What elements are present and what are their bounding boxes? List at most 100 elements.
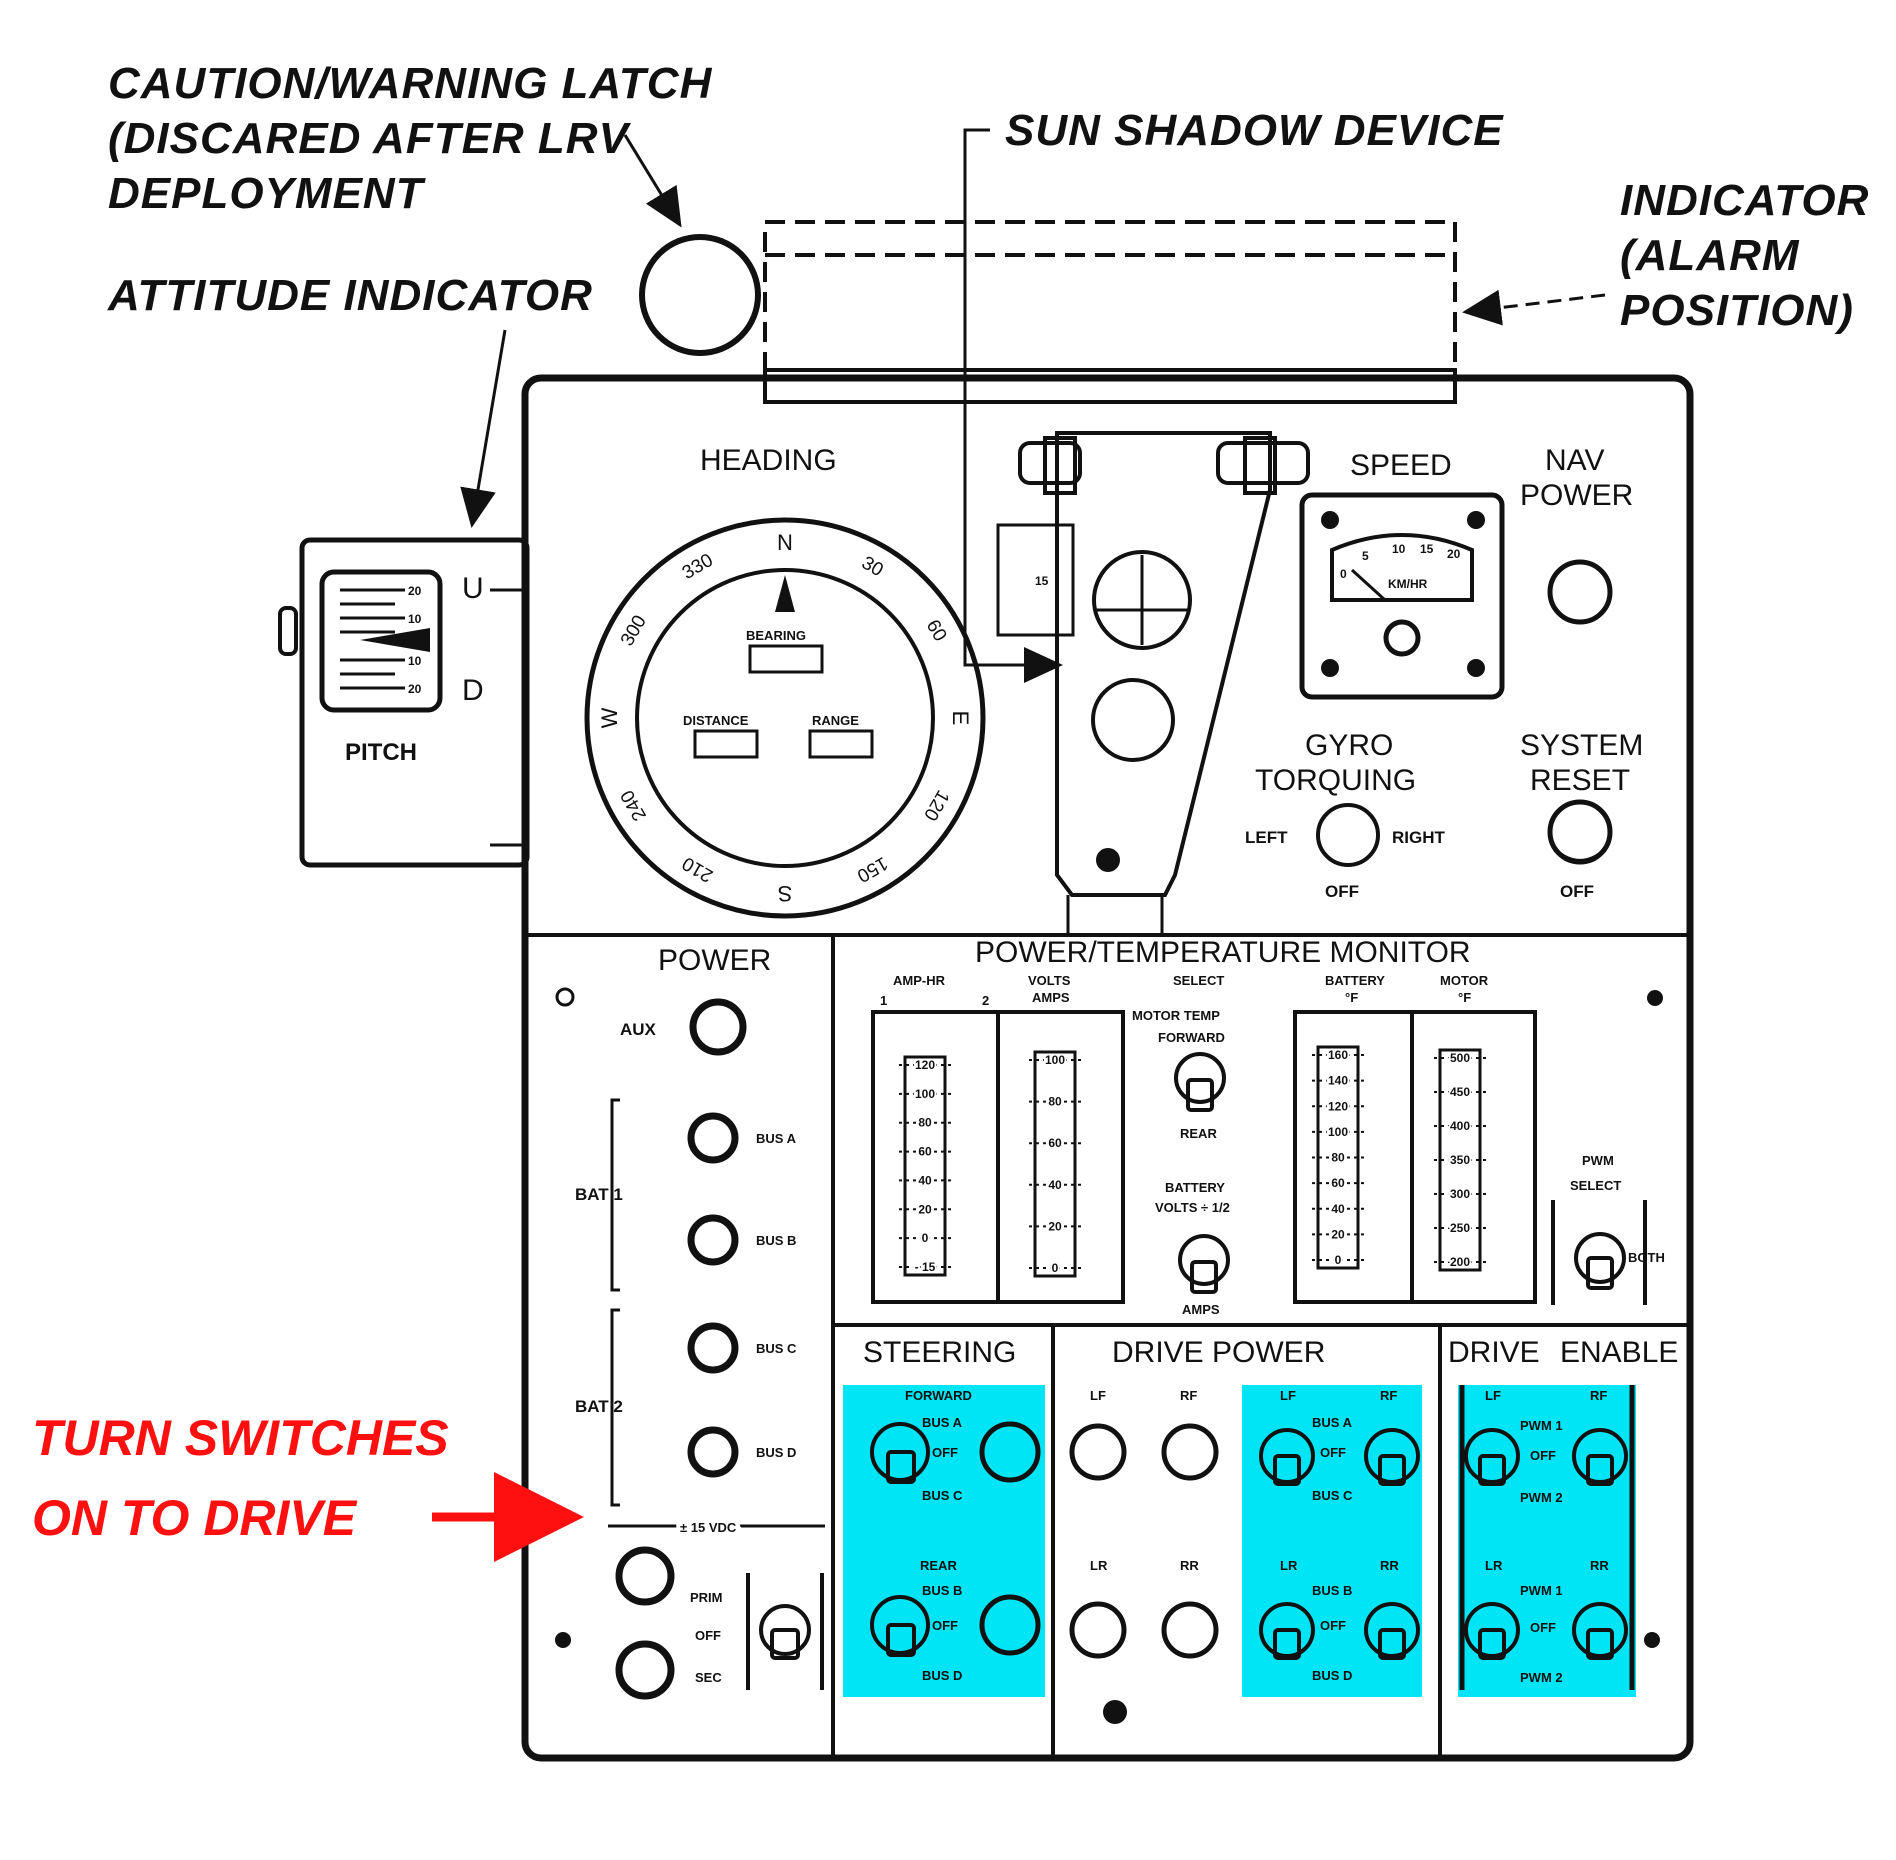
svg-text:BUS C: BUS C bbox=[1312, 1488, 1353, 1503]
meter-tick-label: 20 bbox=[1331, 1227, 1345, 1241]
svg-text:OFF: OFF bbox=[1560, 882, 1594, 901]
compass-label: E bbox=[948, 711, 973, 726]
indicator-alarm-arrow bbox=[1462, 289, 1606, 326]
svg-text:BUS B: BUS B bbox=[922, 1583, 962, 1598]
battery-volts-select-switch[interactable] bbox=[1178, 1234, 1230, 1286]
power-section: POWER AUX BAT 1 BAT 2 BUS A BUS B BUS C … bbox=[555, 944, 825, 1700]
compass-label: 210 bbox=[679, 852, 717, 886]
svg-text:LR: LR bbox=[1485, 1558, 1503, 1573]
meter-tick-label: 120 bbox=[915, 1058, 935, 1072]
svg-text:INDICATOR: INDICATOR bbox=[1620, 176, 1869, 225]
svg-text:LR: LR bbox=[1280, 1558, 1298, 1573]
svg-text:BUS A: BUS A bbox=[756, 1131, 797, 1146]
bus-c-button[interactable] bbox=[687, 1322, 739, 1374]
meter-tick-label: 60 bbox=[918, 1145, 932, 1159]
svg-text:AMPS: AMPS bbox=[1032, 990, 1070, 1005]
svg-text:BUS D: BUS D bbox=[922, 1668, 962, 1683]
svg-text:1: 1 bbox=[880, 993, 887, 1008]
svg-text:PWM 2: PWM 2 bbox=[1520, 1670, 1563, 1685]
svg-text:STEERING: STEERING bbox=[863, 1336, 1016, 1369]
svg-text:BAT 1: BAT 1 bbox=[575, 1185, 623, 1204]
bus-b-button[interactable] bbox=[687, 1214, 739, 1266]
compass-label: 300 bbox=[617, 612, 651, 650]
svg-text:LF: LF bbox=[1280, 1388, 1296, 1403]
speed-indicator: SPEED 0 5 10 15 20 KM/HR bbox=[1299, 449, 1505, 700]
svg-text:LF: LF bbox=[1485, 1388, 1501, 1403]
svg-text:POSITION): POSITION) bbox=[1620, 286, 1854, 335]
svg-text:BUS C: BUS C bbox=[756, 1341, 797, 1356]
svg-text:20: 20 bbox=[408, 584, 422, 598]
meter-tick-label: 60 bbox=[1331, 1176, 1345, 1190]
vdc-toggle-switch[interactable] bbox=[759, 1604, 811, 1656]
drive-power-lf-button[interactable] bbox=[1069, 1423, 1127, 1481]
svg-text:LF: LF bbox=[1090, 1388, 1106, 1403]
svg-text:U: U bbox=[462, 572, 484, 605]
svg-text:10: 10 bbox=[408, 654, 422, 668]
compass-label: S bbox=[778, 881, 793, 906]
meter-tick-label: 0 bbox=[1052, 1261, 1059, 1275]
svg-text:BUS D: BUS D bbox=[1312, 1668, 1352, 1683]
svg-text:15: 15 bbox=[1035, 574, 1049, 588]
svg-text:AMPS: AMPS bbox=[1182, 1302, 1220, 1317]
meter-tick-label: 40 bbox=[1048, 1178, 1062, 1192]
drive-power-rf-button[interactable] bbox=[1161, 1423, 1219, 1481]
drive-enable-highlight bbox=[1458, 1385, 1636, 1697]
meter-tick-label: - 15 bbox=[915, 1260, 936, 1274]
svg-text:20: 20 bbox=[1447, 547, 1461, 561]
svg-text:HEADING: HEADING bbox=[700, 444, 837, 477]
meter-tick-label: 80 bbox=[918, 1116, 932, 1130]
vdc-sec-button[interactable] bbox=[615, 1640, 675, 1700]
svg-text:POWER: POWER bbox=[658, 944, 771, 977]
svg-text:BAT 2: BAT 2 bbox=[575, 1397, 623, 1416]
svg-text:RR: RR bbox=[1180, 1558, 1199, 1573]
callout-indicator-alarm: INDICATOR (ALARM POSITION) bbox=[1462, 176, 1869, 335]
svg-text:KM/HR: KM/HR bbox=[1388, 577, 1428, 591]
steering-forward-bus-c-button[interactable] bbox=[979, 1421, 1041, 1483]
meter-tick-label: 200 bbox=[1450, 1255, 1470, 1269]
pitch-indicator: 20 10 10 20 U D PITCH bbox=[278, 537, 530, 868]
svg-text:POWER/TEMPERATURE MONITOR: POWER/TEMPERATURE MONITOR bbox=[975, 936, 1471, 969]
motor-temp-select-switch[interactable] bbox=[1174, 1052, 1226, 1104]
svg-text:ON TO DRIVE: ON TO DRIVE bbox=[32, 1490, 358, 1546]
sun-shadow-housing bbox=[639, 220, 1457, 404]
compass-label: 120 bbox=[919, 786, 953, 824]
bus-a-button[interactable] bbox=[687, 1112, 739, 1164]
svg-text:BUS A: BUS A bbox=[1312, 1415, 1353, 1430]
svg-text:PWM 1: PWM 1 bbox=[1520, 1418, 1563, 1433]
gyro-torquing-switch[interactable] bbox=[1316, 803, 1380, 867]
meter-scale-bar bbox=[1033, 1050, 1077, 1278]
svg-text:SEC: SEC bbox=[695, 1670, 722, 1685]
meter-tick-label: 40 bbox=[918, 1173, 932, 1187]
steering-rear-bus-d-button[interactable] bbox=[979, 1594, 1041, 1656]
svg-text:PWM 2: PWM 2 bbox=[1520, 1490, 1563, 1505]
meter-scale-bar bbox=[1438, 1048, 1482, 1272]
aux-power-button[interactable] bbox=[689, 998, 747, 1056]
svg-text:MOTOR: MOTOR bbox=[1440, 973, 1489, 988]
svg-text:AMP-HR: AMP-HR bbox=[893, 973, 946, 988]
pwm-select-switch[interactable] bbox=[1574, 1232, 1626, 1284]
vdc-prim-button[interactable] bbox=[615, 1546, 675, 1606]
meter-tick-label: 350 bbox=[1450, 1153, 1470, 1167]
svg-text:2: 2 bbox=[982, 993, 989, 1008]
svg-text:SPEED: SPEED bbox=[1350, 449, 1452, 482]
drive-power-lr-button[interactable] bbox=[1069, 1601, 1127, 1659]
svg-text:D: D bbox=[462, 674, 484, 707]
svg-text:°F: °F bbox=[1345, 990, 1358, 1005]
sun-shadow-device: 15 bbox=[996, 431, 1310, 935]
svg-text:RIGHT: RIGHT bbox=[1392, 828, 1446, 847]
svg-text:BUS A: BUS A bbox=[922, 1415, 963, 1430]
power-temperature-monitor: POWER/TEMPERATURE MONITOR AMP-HR 1 2 VOL… bbox=[871, 936, 1665, 1317]
svg-text:BUS D: BUS D bbox=[756, 1445, 796, 1460]
svg-text:BEARING: BEARING bbox=[746, 628, 806, 643]
svg-text:VOLTS ÷ 1/2: VOLTS ÷ 1/2 bbox=[1155, 1200, 1230, 1215]
nav-power-button[interactable] bbox=[1547, 559, 1613, 625]
bus-d-button[interactable] bbox=[687, 1426, 739, 1478]
drive-power-rr-button[interactable] bbox=[1161, 1601, 1219, 1659]
svg-text:REAR: REAR bbox=[920, 1558, 957, 1573]
meter-tick-label: 100 bbox=[1328, 1125, 1348, 1139]
svg-text:REAR: REAR bbox=[1180, 1126, 1217, 1141]
meter-scale-bar bbox=[1316, 1045, 1360, 1270]
svg-text:OFF: OFF bbox=[1320, 1445, 1346, 1460]
